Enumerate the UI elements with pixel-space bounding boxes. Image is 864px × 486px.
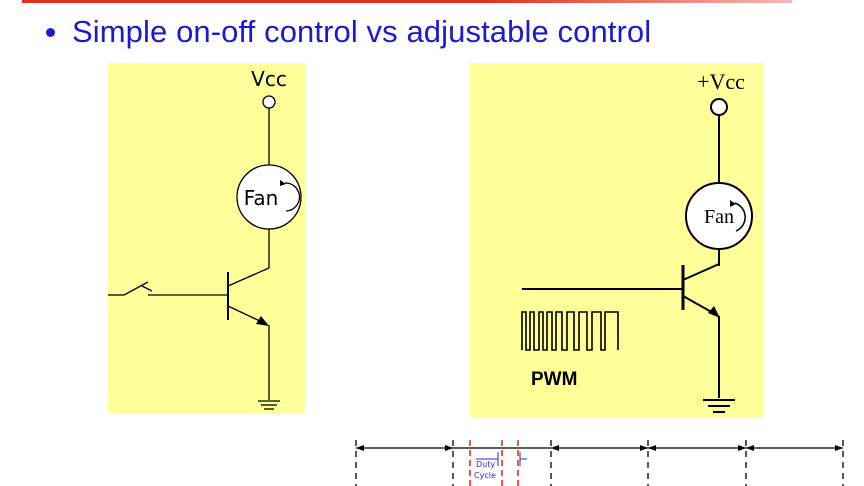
bullet-text: Simple on-off control vs adjustable cont… bbox=[72, 14, 652, 49]
ground-icon bbox=[258, 400, 280, 410]
pwm-waveform-icon bbox=[521, 311, 619, 351]
duty-label-line1: Duty bbox=[476, 460, 495, 469]
fan-rotation-arrow-icon bbox=[734, 202, 746, 232]
vcc-label: Vcc bbox=[251, 67, 287, 91]
duty-cycle-markers bbox=[469, 440, 519, 486]
npn-transistor-icon bbox=[681, 263, 720, 318]
npn-transistor-icon bbox=[227, 267, 270, 326]
title-underline bbox=[22, 0, 792, 3]
fan-label: Fan bbox=[244, 186, 279, 210]
on-off-circuit-panel bbox=[108, 63, 305, 414]
switch-icon bbox=[108, 281, 153, 296]
vcc-label: +Vcc bbox=[697, 69, 745, 94]
bullet-point: Simple on-off control vs adjustable cont… bbox=[46, 12, 651, 52]
fan-rotation-arrow-icon bbox=[284, 182, 301, 212]
pwm-label: PWM bbox=[531, 369, 577, 390]
ground-icon bbox=[703, 399, 735, 413]
bullet-dot-icon bbox=[46, 27, 55, 37]
fan-label: Fan bbox=[704, 206, 734, 228]
duty-label-line2: Cycle bbox=[474, 471, 496, 480]
